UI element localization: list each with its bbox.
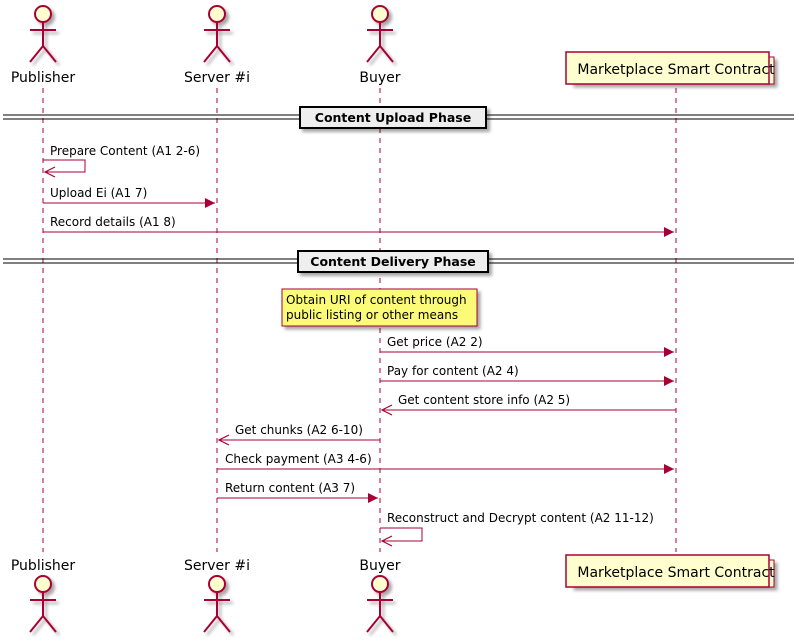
buyer-label: Buyer — [359, 70, 400, 86]
record-details-label: Record details (A1 8) — [50, 215, 176, 229]
note-line-1: Obtain URI of content through — [286, 293, 467, 307]
publisher-label-bottom: Publisher — [11, 558, 76, 574]
get-price-label: Get price (A2 2) — [387, 335, 483, 349]
get-chunks-message: Get chunks (A2 6-10) — [217, 423, 380, 446]
buyer-actor-bottom: Buyer — [359, 558, 401, 633]
server-actor-bottom: Server #i — [184, 558, 250, 633]
upload-phase-divider: Content Upload Phase — [3, 106, 794, 129]
obtain-uri-note: Obtain URI of content through public lis… — [281, 288, 478, 327]
get-content-store-info-label: Get content store info (A2 5) — [398, 393, 570, 407]
publisher-label: Publisher — [11, 70, 76, 86]
check-payment-message: Check payment (A3 4-6) — [217, 452, 674, 474]
reconstruct-decrypt-label: Reconstruct and Decrypt content (A2 11-1… — [387, 511, 654, 525]
record-details-message: Record details (A1 8) — [43, 215, 674, 237]
get-price-message: Get price (A2 2) — [380, 335, 674, 357]
contract-label-bottom: Marketplace Smart Contract — [577, 565, 775, 581]
pay-for-content-label: Pay for content (A2 4) — [387, 364, 519, 378]
delivery-phase-divider: Content Delivery Phase — [3, 250, 794, 273]
delivery-phase-label: Content Delivery Phase — [310, 254, 475, 269]
contract-participant-top: Marketplace Smart Contract — [565, 51, 775, 85]
pay-for-content-message: Pay for content (A2 4) — [380, 364, 674, 386]
get-content-store-info-message: Get content store info (A2 5) — [380, 393, 676, 416]
reconstruct-decrypt-message: Reconstruct and Decrypt content (A2 11-1… — [380, 511, 654, 547]
server-label: Server #i — [184, 70, 250, 86]
server-actor-top: Server #i — [184, 5, 250, 86]
upload-ei-message: Upload Ei (A1 7) — [43, 186, 215, 208]
note-line-2: public listing or other means — [286, 308, 458, 322]
return-content-label: Return content (A3 7) — [225, 481, 355, 495]
buyer-actor-top: Buyer — [359, 5, 401, 86]
prepare-content-label: Prepare Content (A1 2-6) — [50, 144, 200, 158]
server-label-bottom: Server #i — [184, 558, 250, 574]
check-payment-label: Check payment (A3 4-6) — [225, 452, 372, 466]
upload-ei-label: Upload Ei (A1 7) — [50, 186, 147, 200]
publisher-actor-bottom: Publisher — [11, 558, 76, 633]
contract-participant-bottom: Marketplace Smart Contract — [565, 554, 775, 588]
publisher-actor-top: Publisher — [11, 5, 76, 86]
buyer-label-bottom: Buyer — [359, 558, 400, 574]
upload-phase-label: Content Upload Phase — [315, 110, 471, 125]
contract-label: Marketplace Smart Contract — [577, 62, 775, 78]
return-content-message: Return content (A3 7) — [217, 481, 378, 503]
prepare-content-message: Prepare Content (A1 2-6) — [43, 144, 200, 178]
get-chunks-label: Get chunks (A2 6-10) — [235, 423, 363, 437]
